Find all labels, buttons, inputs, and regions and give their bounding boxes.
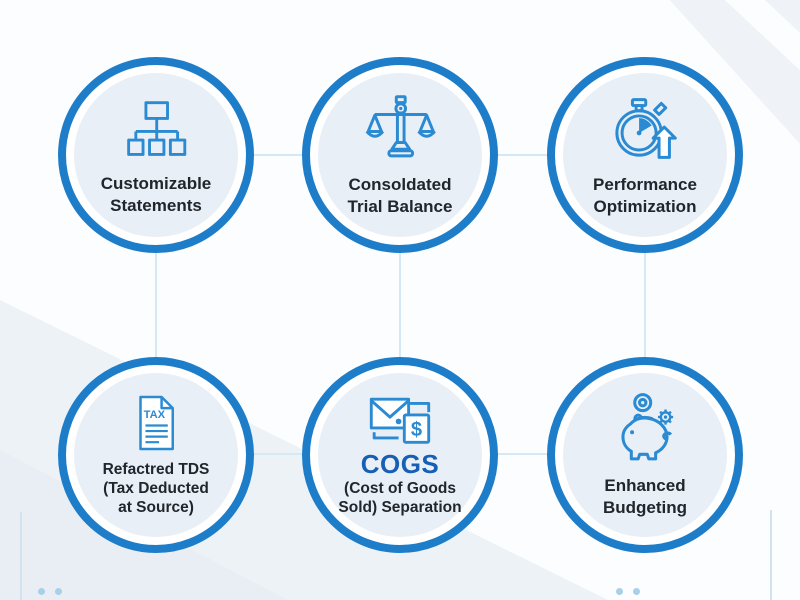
dollar-text: $ <box>411 419 422 441</box>
connector-line <box>253 154 303 156</box>
decorative-dot <box>55 588 62 595</box>
feature-inner-circle: Enhanced Budgeting <box>563 373 727 537</box>
feature-refactred-tds: TAX Refactred TDS (Tax Deducted at Sourc… <box>58 357 254 553</box>
feature-cogs-separation: $ COGS (Cost of Goods Sold) Separation <box>302 357 498 553</box>
feature-label: Enhanced Budgeting <box>602 476 688 517</box>
feature-label: Consoldated Trial Balance <box>347 175 453 216</box>
piggy-bank-icon <box>621 393 674 461</box>
connector-line <box>644 253 646 357</box>
decorative-dot <box>616 588 623 595</box>
accent-line-left <box>20 512 22 600</box>
feature-inner-circle: TAX Refactred TDS (Tax Deducted at Sourc… <box>74 373 238 537</box>
accent-line-right <box>770 510 772 600</box>
feature-inner-circle: Performance Optimization <box>563 73 727 237</box>
org-chart-icon <box>127 101 187 157</box>
decorative-dot <box>38 588 45 595</box>
decorative-dot <box>633 588 640 595</box>
connector-line <box>497 154 547 156</box>
feature-label: Customizable Statements <box>100 174 212 215</box>
feature-label: Refactred TDS (Tax Deducted at Source) <box>102 461 210 516</box>
feature-inner-circle: $ COGS (Cost of Goods Sold) Separation <box>318 373 482 537</box>
stopwatch-arrow-icon <box>615 98 677 160</box>
feature-inner-circle: Consoldated Trial Balance <box>318 73 482 237</box>
envelope-dollar-icon: $ <box>369 397 431 444</box>
connector-line <box>497 453 547 455</box>
tax-text: TAX <box>144 409 166 421</box>
connector-line <box>399 253 401 357</box>
feature-heading: COGS <box>360 448 440 479</box>
feature-inner-circle: Customizable Statements <box>74 73 238 237</box>
feature-enhanced-budgeting: Enhanced Budgeting <box>547 357 743 553</box>
feature-performance-optimization: Performance Optimization <box>547 57 743 253</box>
balance-scale-icon <box>365 95 436 158</box>
connector-line <box>253 453 303 455</box>
feature-label: (Cost of Goods Sold) Separation <box>338 480 462 517</box>
connector-line <box>155 253 157 357</box>
tax-document-icon: TAX <box>139 395 174 451</box>
feature-customizable-statements: Customizable Statements <box>58 57 254 253</box>
feature-label: Performance Optimization <box>593 175 697 216</box>
feature-consolidated-trial-balance: Consoldated Trial Balance <box>302 57 498 253</box>
